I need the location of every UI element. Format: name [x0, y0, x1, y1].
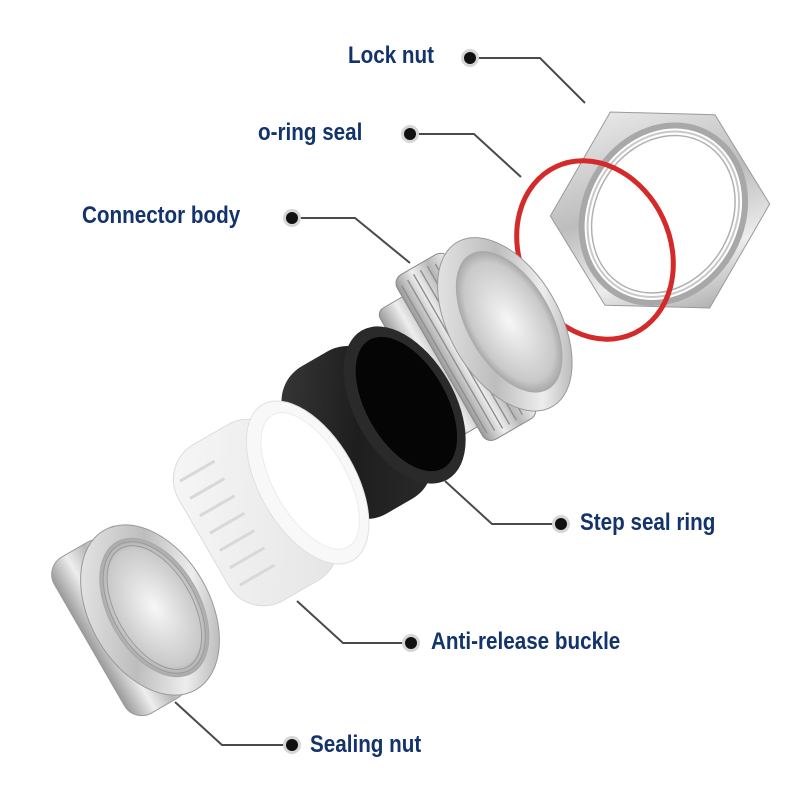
leader-dot-sealing-nut	[286, 739, 298, 751]
label-sealing-nut: Sealing nut	[310, 731, 422, 758]
label-anti-release-buckle: Anti-release buckle	[431, 628, 621, 655]
label-o-ring-seal: o-ring seal	[258, 119, 363, 146]
leader-line-o-ring	[416, 133, 522, 178]
leader-dot-anti-release-buckle	[405, 637, 417, 649]
label-lock-nut: Lock nut	[348, 42, 434, 69]
leader-line-sealing-nut	[174, 701, 286, 746]
leader-line-step-seal-ring	[444, 480, 555, 525]
leader-line-anti-release-buckle	[296, 600, 405, 644]
anti-release-buckle-part	[172, 400, 370, 607]
leader-dot-connector-body	[286, 212, 298, 224]
leader-line-connector-body	[298, 217, 411, 264]
leader-dot-lock-nut	[464, 52, 476, 64]
sealing-nut-part	[51, 524, 220, 717]
connector-body-part	[378, 237, 573, 441]
leader-dot-step-seal-ring	[555, 518, 567, 530]
leader-dot-o-ring-seal	[404, 128, 416, 140]
label-connector-body: Connector body	[82, 202, 241, 229]
leader-line-lock-nut	[476, 57, 586, 104]
leader-lines	[174, 57, 586, 746]
label-step-seal-ring: Step seal ring	[580, 509, 716, 536]
